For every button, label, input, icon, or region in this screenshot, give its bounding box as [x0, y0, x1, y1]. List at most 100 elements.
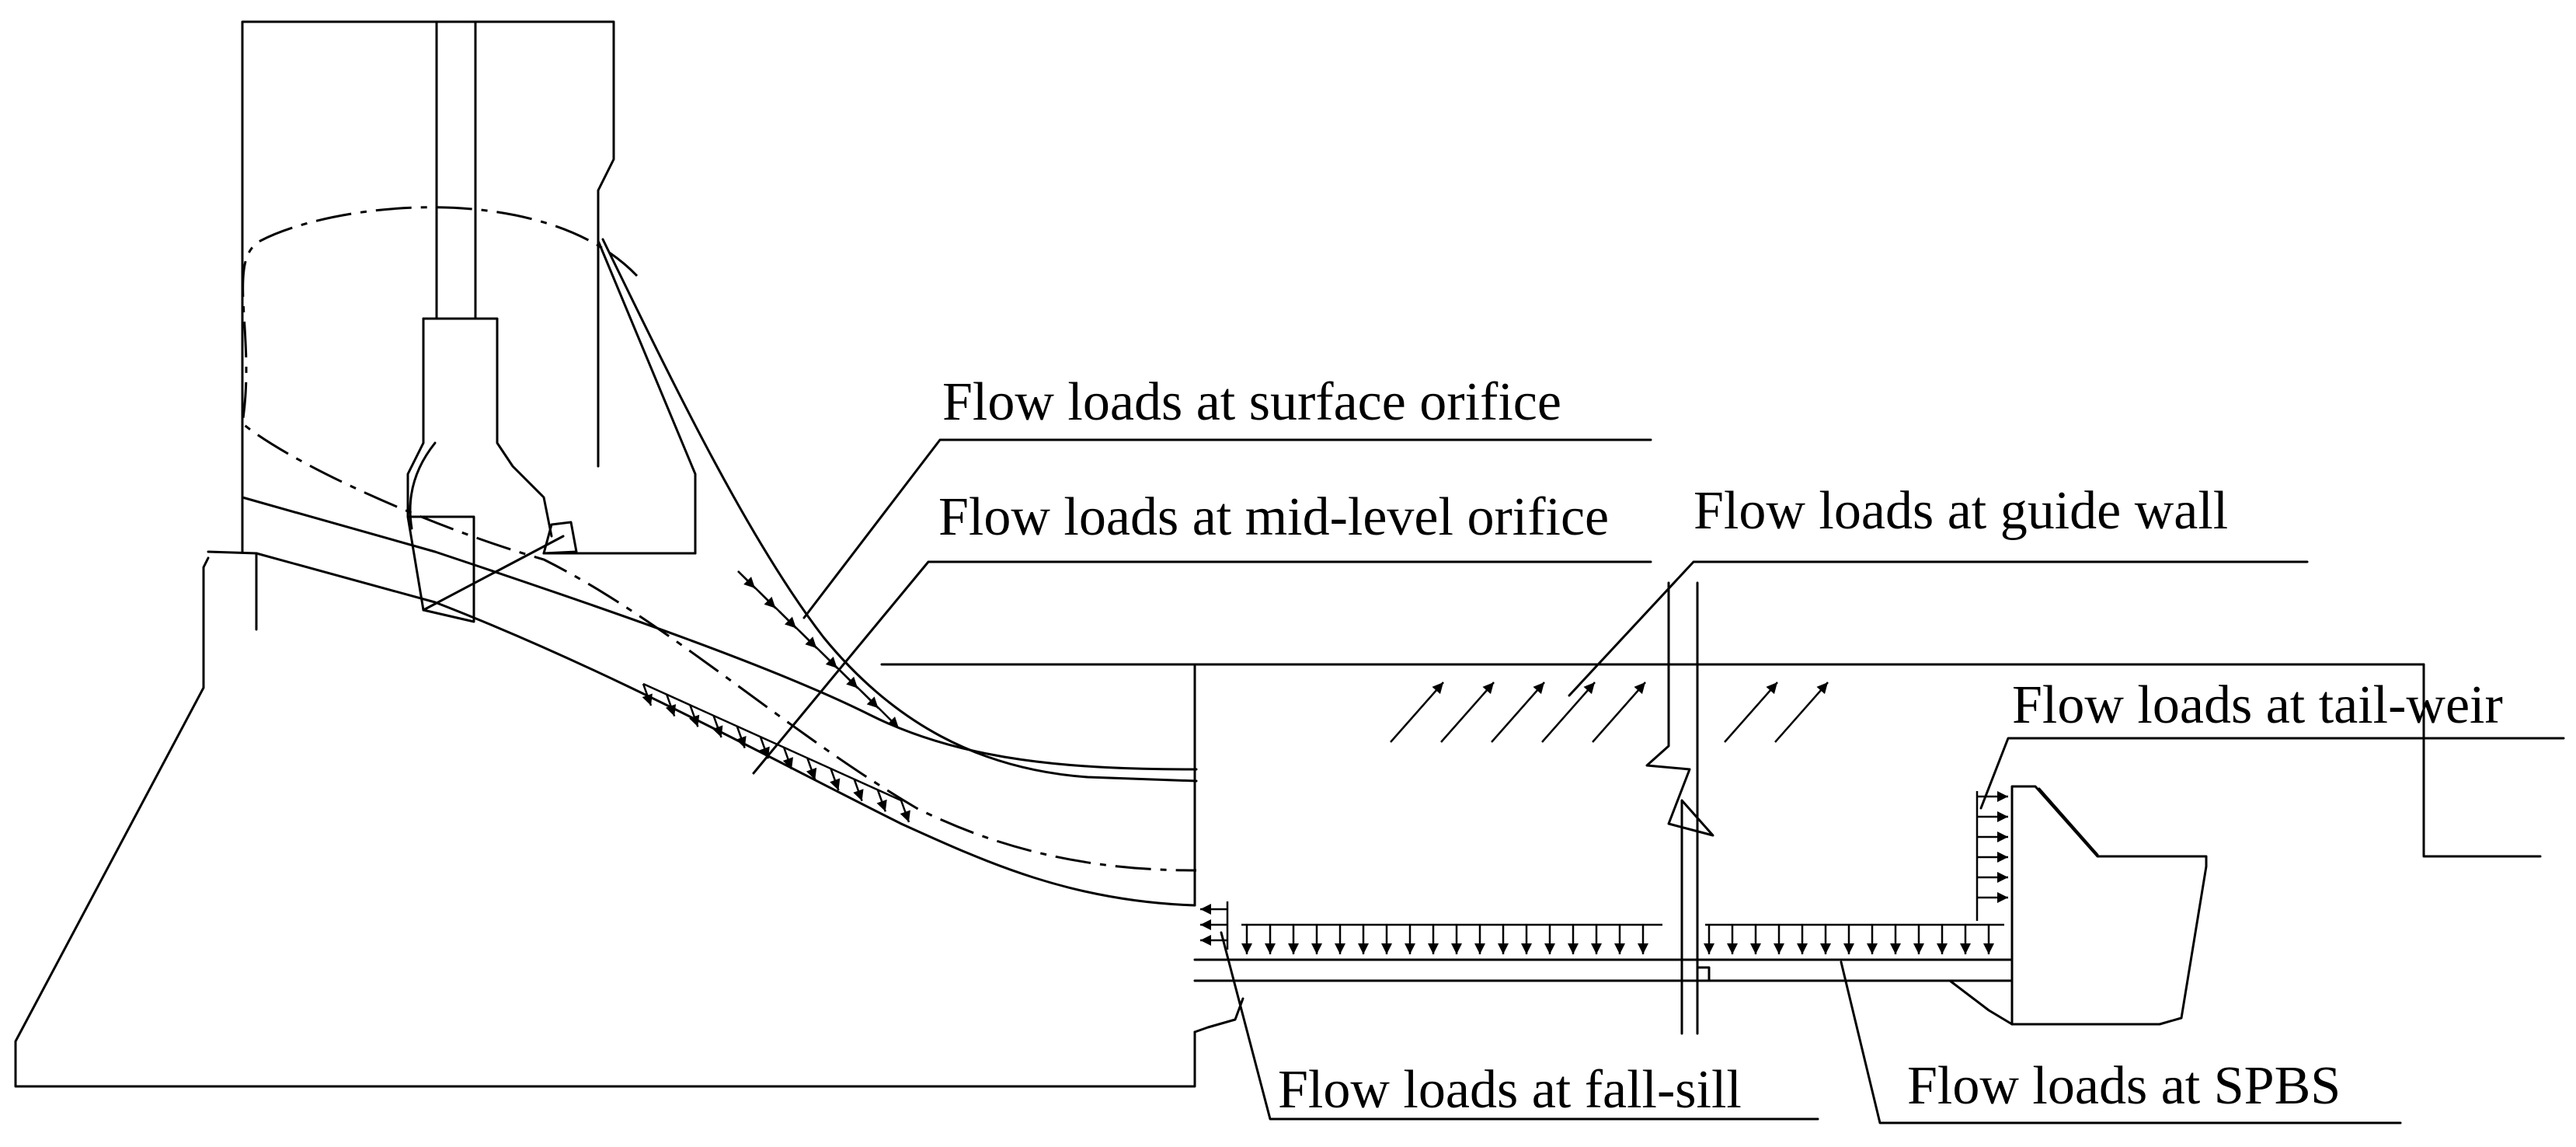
basin-floor-load-arrow-head: [1358, 943, 1369, 954]
guide-wall-load-arrow-shaft: [1440, 682, 1495, 743]
mid-level-chute-upper: [241, 496, 1198, 771]
spbs-load-arrow-head: [1983, 943, 1994, 954]
surface-orifice-load-arrow-head: [785, 616, 796, 629]
label-surface-orifice: Flow loads at surface orifice: [942, 372, 1561, 432]
leader-fall-sill: [1220, 931, 1819, 1121]
fall-sill-load-arrow-head: [1200, 919, 1211, 930]
spbs-load-arrow-head: [1727, 943, 1738, 954]
spbs-load-arrow-head: [1960, 943, 1971, 954]
spbs-load-arrow-head: [1797, 943, 1808, 954]
basin-floor-load-arrow-head: [1544, 943, 1555, 954]
leader-mid-level-orifice: [752, 560, 1652, 775]
spbs-load-arrow-head: [1867, 943, 1878, 954]
leader-tail-weir: [1979, 737, 2565, 810]
basin-floor-load-arrow-head: [1265, 943, 1276, 954]
spbs-load-arrow-head: [1704, 943, 1714, 954]
basin-floor-load-arrow-head: [1335, 943, 1345, 954]
pier-edge-slope: [597, 239, 697, 555]
basin-floor-load-arrow-head: [1451, 943, 1462, 954]
guide-wall-load-arrow-head: [1766, 682, 1777, 695]
basin-floor-load-arrow-head: [1428, 943, 1439, 954]
tail-weir-load-arrow-head: [1997, 791, 2008, 802]
mid-level-orifice-load-arrow-head: [782, 757, 793, 769]
surface-spillway-profile: [601, 238, 1198, 783]
guide-wall-load-arrow-shaft: [1491, 682, 1545, 743]
labels: Flow loads at surface orifice Flow loads…: [938, 372, 2503, 1120]
mid-level-orifice-load-arrow-head: [806, 767, 817, 780]
guide-wall-load-arrow-head: [1533, 682, 1544, 695]
mid-level-orifice-load-arrow-head: [689, 714, 700, 727]
basin-floor-load-arrow-head: [1614, 943, 1625, 954]
label-tail-weir: Flow loads at tail-weir: [2012, 675, 2503, 735]
label-fall-sill: Flow loads at fall-sill: [1278, 1060, 1742, 1120]
guide-wall-load-arrow-head: [1482, 682, 1494, 695]
fall-sill-load-arrow-head: [1200, 904, 1211, 915]
basin-floor-load-arrow-head: [1474, 943, 1485, 954]
guide-wall-load-arrow-head: [1583, 682, 1595, 695]
basin-floor-load-arrow-head: [1405, 943, 1415, 954]
gate-arc: [409, 441, 437, 530]
spbs-load-arrow-head: [1890, 943, 1901, 954]
basin-floor-load-arrow-head: [1498, 943, 1509, 954]
mid-level-orifice-floor: [255, 552, 1196, 907]
leader-lines: [752, 438, 2565, 1124]
label-guide-wall: Flow loads at guide wall: [1694, 481, 2228, 541]
basin-floor-load-arrow-head: [1568, 943, 1579, 954]
tail-weir-load-arrow-head: [1997, 892, 2008, 903]
mid-level-orifice-load-baseline: [642, 682, 902, 802]
guide-wall-load-arrow-shaft: [1390, 682, 1444, 743]
guide-wall-load-arrow-head: [1432, 682, 1443, 695]
tail-weir-slope: [2038, 787, 2099, 856]
spbs-load-arrow-head: [1750, 943, 1761, 954]
surface-orifice-load-arrow-head: [846, 676, 858, 689]
basin-floor-load-arrow-head: [1638, 943, 1648, 954]
guide-wall-arrows: [1390, 682, 1829, 743]
surface-orifice-load-arrow-head: [743, 577, 755, 588]
basin-floor-load-arrow-head: [1288, 943, 1299, 954]
surface-orifice-load-arrow-head: [825, 657, 837, 668]
mid-level-orifice-load-arrow-head: [900, 810, 910, 822]
guide-wall-load-arrow-shaft: [1541, 682, 1596, 743]
gate-strut: [422, 535, 565, 612]
mid-level-orifice-load-arrow-head: [642, 693, 653, 706]
spbs-load-arrow-head: [1937, 943, 1948, 954]
load-arrows: [642, 570, 2008, 954]
fall-sill-step: [1193, 997, 1244, 1034]
surface-jet-trajectory: [241, 206, 1197, 872]
basin-floor-load-arrow-head: [1591, 943, 1602, 954]
spbs-load-arrow-head: [1913, 943, 1924, 954]
spbs-load-arrow-head: [1820, 943, 1831, 954]
section-break-line: [1645, 581, 1714, 1035]
surface-orifice-load-arrow-head: [887, 716, 899, 728]
guide-wall-load-arrow-shaft: [1592, 682, 1646, 743]
guide-wall-load-arrow-shaft: [1774, 682, 1829, 743]
basin-floor-load-arrow-head: [1381, 943, 1392, 954]
basin-right-wall: [2422, 663, 2542, 858]
basin-floor-load-arrow-head: [1241, 943, 1252, 954]
pier-outline: [241, 20, 615, 553]
mid-level-orifice-load-arrow-head: [876, 799, 887, 812]
surface-orifice-load-arrow-head: [866, 696, 879, 709]
gate-body: [422, 317, 553, 538]
guide-wall-load-arrow-shaft: [1724, 682, 1778, 743]
label-spbs: Flow loads at SPBS: [1907, 1056, 2341, 1116]
tail-weir-load-arrow-head: [1997, 831, 2008, 842]
mid-level-orifice-load-arrow-head: [712, 725, 723, 737]
tail-weir-load-arrow-head: [1997, 872, 2008, 883]
leader-surface-orifice: [802, 438, 1652, 619]
tail-weir-load-arrow-head: [1997, 811, 2008, 822]
basin-floor-load-arrow-head: [1311, 943, 1322, 954]
fall-sill-load-arrow-head: [1200, 935, 1211, 946]
mid-level-orifice-load-arrow-head: [736, 736, 747, 748]
surface-orifice-load-arrow-head: [764, 596, 776, 608]
dam-upstream-face: [14, 556, 1196, 1088]
tail-weir-outline: [2010, 785, 2208, 1026]
trunnion: [542, 521, 578, 555]
tail-weir-load-arrow-head: [1997, 852, 2008, 863]
mid-level-orifice-load-arrow-head: [665, 704, 677, 716]
mid-level-orifice-load-arrow-head: [830, 778, 841, 791]
spbs-load-arrow-head: [1774, 943, 1784, 954]
basin-floor-bottom: [1193, 966, 2014, 1026]
mid-level-orifice-load-arrow-head: [853, 789, 864, 801]
dam-structure: [14, 20, 2542, 1088]
